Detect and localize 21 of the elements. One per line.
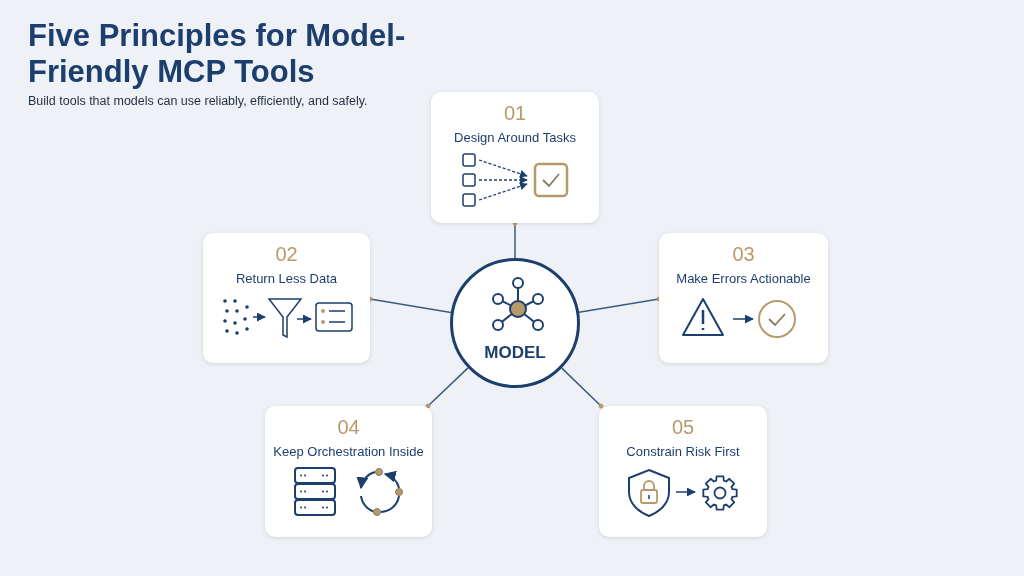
card-heading: Constrain Risk First	[626, 444, 740, 459]
card-heading: Design Around Tasks	[454, 130, 576, 145]
card-heading: Return Less Data	[235, 271, 338, 286]
connector-line	[561, 367, 604, 409]
step-number: 03	[732, 243, 755, 266]
step-number: 02	[275, 243, 298, 266]
principle-card	[265, 406, 432, 537]
connector-line	[512, 220, 518, 259]
card-heading: Keep Orchestration Inside	[273, 444, 424, 459]
subtitle: Build tools that models can use reliably, efficiently, and safely.	[28, 94, 368, 108]
step-number: 01	[503, 102, 527, 125]
step-number: 05	[671, 416, 695, 439]
principle-card	[431, 92, 599, 223]
step-number: 04	[337, 416, 360, 439]
principle-card	[203, 233, 370, 363]
principle-card	[659, 233, 828, 363]
card-heading: Make Errors Actionable	[676, 271, 811, 286]
model-label: MODEL	[484, 343, 546, 363]
connector-line	[425, 367, 469, 409]
title: Five Principles for Model-Friendly MCP Tools	[28, 18, 407, 90]
principle-card	[599, 406, 767, 537]
